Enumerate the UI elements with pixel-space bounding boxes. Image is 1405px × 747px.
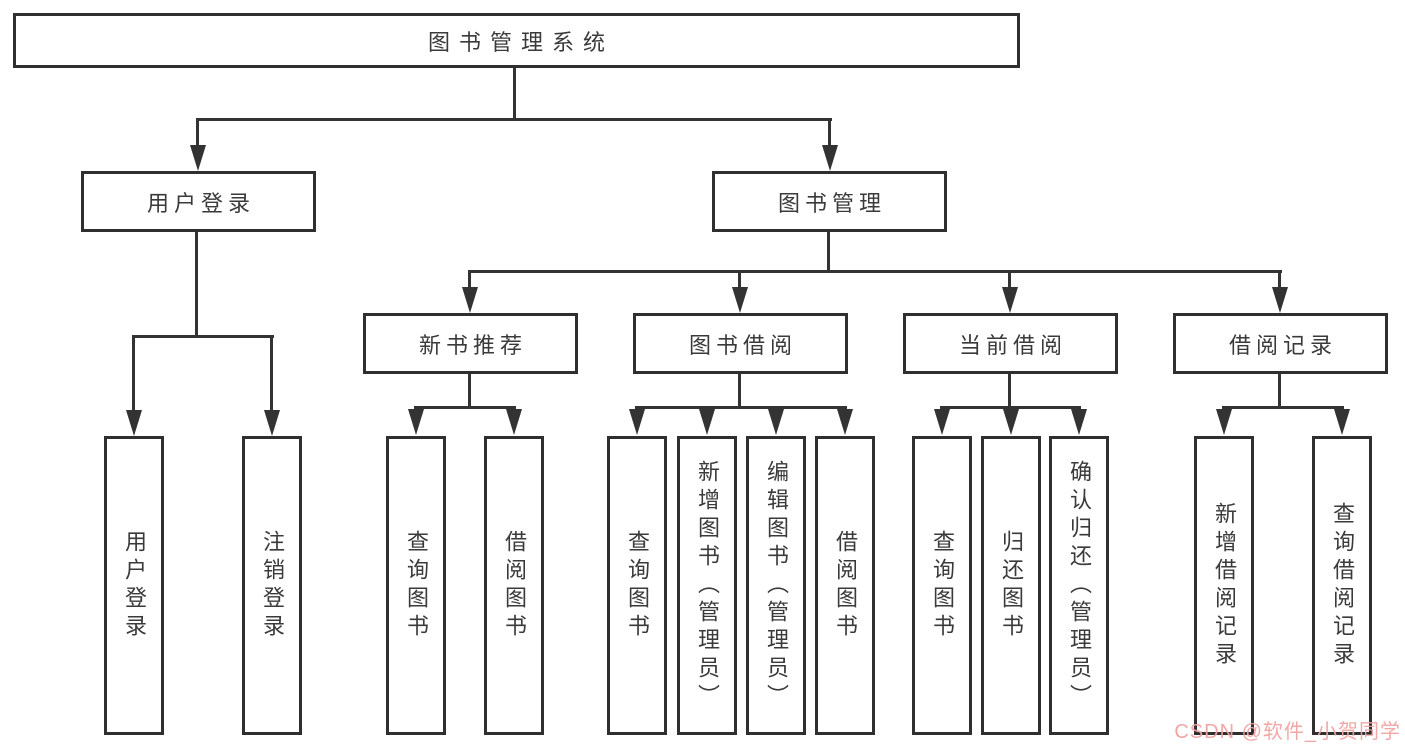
node-user-login: 用户登录	[81, 171, 316, 232]
connector-borrow-branch	[635, 406, 847, 409]
connector-stub	[738, 270, 741, 291]
connector-newbooks-drop	[468, 374, 471, 409]
leaf-user-login: 用户登录	[104, 436, 164, 735]
leaf-borrow-query: 查询图书	[607, 436, 667, 735]
connector-stub	[828, 118, 831, 147]
leaf-label: 新增图书（管理员）	[695, 459, 720, 712]
leaf-current-return: 归还图书	[981, 436, 1041, 735]
leaf-label: 确认归还（管理员）	[1067, 459, 1092, 712]
arrow-down-icon	[408, 409, 424, 435]
watermark: CSDN @软件_小贺同学	[1174, 721, 1401, 743]
node-new-book-recommend: 新书推荐	[363, 313, 578, 374]
connector-current-drop	[1008, 374, 1011, 409]
node-label: 借阅记录	[1228, 332, 1337, 358]
leaf-label: 查询图书	[625, 529, 650, 642]
connector-stub	[468, 270, 471, 291]
leaf-label: 借阅图书	[502, 529, 527, 642]
leaf-label: 查询图书	[930, 529, 955, 642]
node-borrow-records: 借阅记录	[1173, 313, 1388, 374]
connector-stub	[270, 335, 273, 412]
node-library-system: 图书管理系统	[13, 13, 1020, 68]
connector-stub	[1278, 270, 1281, 291]
node-label: 图书管理	[777, 190, 886, 216]
connector-borrow-drop	[738, 374, 741, 409]
node-label: 用户登录	[146, 190, 255, 216]
connector-userlogin-drop	[195, 232, 198, 338]
connector-level2-branch	[196, 118, 832, 121]
connector-stub	[196, 118, 199, 147]
leaf-newbooks-query: 查询图书	[386, 436, 446, 735]
leaf-current-confirm-admin: 确认归还（管理员）	[1049, 436, 1109, 735]
leaf-label: 用户登录	[122, 529, 147, 642]
arrow-down-icon	[462, 287, 478, 313]
arrow-down-icon	[732, 287, 748, 313]
arrow-down-icon	[506, 409, 522, 435]
arrow-down-icon	[837, 409, 853, 435]
node-label: 当前借阅	[958, 332, 1067, 358]
arrow-down-icon	[190, 145, 206, 171]
arrow-down-icon	[1334, 409, 1350, 435]
leaf-records-query: 查询借阅记录	[1312, 436, 1372, 735]
arrow-down-icon	[699, 409, 715, 435]
arrow-down-icon	[1071, 409, 1087, 435]
arrow-down-icon	[629, 409, 645, 435]
connector-root-drop	[513, 68, 516, 121]
leaf-label: 归还图书	[999, 529, 1024, 642]
leaf-label: 查询图书	[404, 529, 429, 642]
leaf-label: 借阅图书	[833, 529, 858, 642]
leaf-borrow-borrow: 借阅图书	[815, 436, 875, 735]
node-current-borrow: 当前借阅	[903, 313, 1118, 374]
connector-records-branch	[1222, 406, 1344, 409]
arrow-down-icon	[934, 409, 950, 435]
leaf-label: 注销登录	[260, 529, 285, 642]
connector-userlogin-branch	[132, 335, 274, 338]
arrow-down-icon	[822, 145, 838, 171]
connector-current-branch	[940, 406, 1081, 409]
leaf-current-query: 查询图书	[912, 436, 972, 735]
arrow-down-icon	[126, 410, 142, 436]
node-label: 图书管理系统	[427, 29, 614, 55]
leaf-borrow-edit-admin: 编辑图书（管理员）	[746, 436, 806, 735]
arrow-down-icon	[1002, 287, 1018, 313]
arrow-down-icon	[1003, 409, 1019, 435]
node-book-management: 图书管理	[712, 171, 947, 232]
connector-records-drop	[1278, 374, 1281, 409]
leaf-records-add: 新增借阅记录	[1194, 436, 1254, 735]
arrow-down-icon	[1216, 409, 1232, 435]
connector-stub	[132, 335, 135, 412]
connector-bookmgmt-drop	[827, 232, 830, 273]
arrow-down-icon	[768, 409, 784, 435]
connector-newbooks-branch	[414, 406, 516, 409]
node-book-borrow: 图书借阅	[633, 313, 848, 374]
arrow-down-icon	[264, 410, 280, 436]
connector-stub	[1008, 270, 1011, 291]
leaf-borrow-add-admin: 新增图书（管理员）	[677, 436, 737, 735]
connector-level3-branch	[468, 270, 1282, 273]
leaf-newbooks-borrow: 借阅图书	[484, 436, 544, 735]
leaf-label: 编辑图书（管理员）	[764, 459, 789, 712]
leaf-label: 查询借阅记录	[1330, 501, 1355, 670]
leaf-label: 新增借阅记录	[1212, 501, 1237, 670]
node-label: 新书推荐	[418, 332, 527, 358]
arrow-down-icon	[1272, 287, 1288, 313]
leaf-logout: 注销登录	[242, 436, 302, 735]
node-label: 图书借阅	[688, 332, 797, 358]
